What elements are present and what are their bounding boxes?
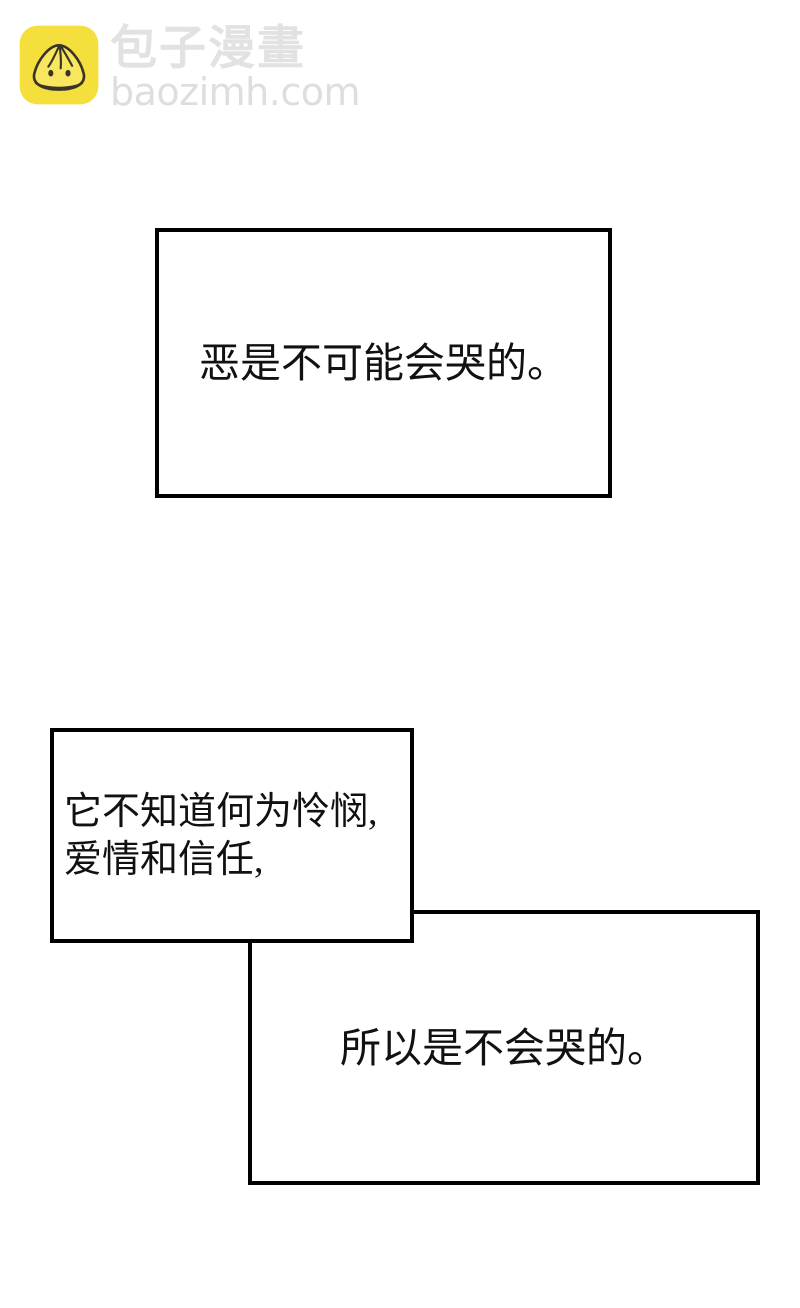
- site-watermark: 包子漫畫 baozimh.com: [18, 22, 361, 122]
- comic-panel-3: 所以是不会哭的。: [248, 910, 760, 1185]
- steamed-bun-logo-icon: [19, 25, 99, 105]
- watermark-text-block: 包子漫畫 baozimh.com: [110, 21, 361, 114]
- panel-2-dialogue-text: 它不知道何为怜悯, 爱情和信任,: [54, 788, 378, 884]
- comic-panel-2: 它不知道何为怜悯, 爱情和信任,: [50, 728, 414, 943]
- panel-1-dialogue-text: 恶是不可能会哭的。: [199, 340, 568, 386]
- panel-3-dialogue-text: 所以是不会哭的。: [340, 1024, 668, 1071]
- panel-2-dialogue-line-1: 它不知道何为怜悯,: [64, 790, 378, 833]
- watermark-domain: baozimh.com: [110, 70, 361, 114]
- panel-2-dialogue-line-2: 爱情和信任,: [64, 838, 264, 881]
- watermark-site-name: 包子漫畫: [110, 21, 306, 76]
- comic-panel-1: 恶是不可能会哭的。: [155, 228, 612, 498]
